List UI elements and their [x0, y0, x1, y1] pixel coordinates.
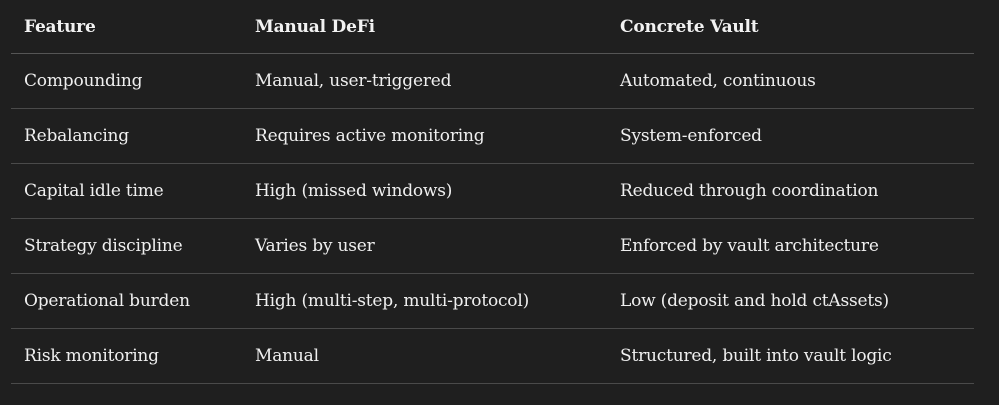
table-row: Risk monitoring Manual Structured, built… — [11, 328, 974, 384]
table-row: Operational burden High (multi-step, mul… — [11, 273, 974, 329]
cell-feature: Rebalancing — [11, 108, 242, 164]
cell-manual-defi: Manual — [242, 328, 607, 384]
cell-concrete-vault: System-enforced — [607, 108, 974, 164]
cell-manual-defi: High (multi-step, multi-protocol) — [242, 273, 607, 329]
cell-manual-defi: High (missed windows) — [242, 163, 607, 219]
table-row: Capital idle time High (missed windows) … — [11, 163, 974, 219]
cell-feature: Risk monitoring — [11, 328, 242, 384]
cell-concrete-vault: Reduced through coordination — [607, 163, 974, 219]
cell-concrete-vault: Low (deposit and hold ctAssets) — [607, 273, 974, 329]
comparison-table: Feature Manual DeFi Concrete Vault Compo… — [11, 0, 974, 384]
header-feature: Feature — [11, 0, 242, 54]
cell-concrete-vault: Structured, built into vault logic — [607, 328, 974, 384]
cell-concrete-vault: Automated, continuous — [607, 53, 974, 109]
header-concrete-vault: Concrete Vault — [607, 0, 974, 54]
cell-manual-defi: Requires active monitoring — [242, 108, 607, 164]
table-row: Rebalancing Requires active monitoring S… — [11, 108, 974, 164]
table-row: Strategy discipline Varies by user Enfor… — [11, 218, 974, 274]
header-manual-defi: Manual DeFi — [242, 0, 607, 54]
table-row: Compounding Manual, user-triggered Autom… — [11, 53, 974, 109]
cell-feature: Capital idle time — [11, 163, 242, 219]
cell-manual-defi: Varies by user — [242, 218, 607, 274]
cell-manual-defi: Manual, user-triggered — [242, 53, 607, 109]
comparison-table-container: Feature Manual DeFi Concrete Vault Compo… — [11, 0, 974, 384]
cell-feature: Strategy discipline — [11, 218, 242, 274]
cell-feature: Compounding — [11, 53, 242, 109]
table-header-row: Feature Manual DeFi Concrete Vault — [11, 0, 974, 54]
cell-feature: Operational burden — [11, 273, 242, 329]
cell-concrete-vault: Enforced by vault architecture — [607, 218, 974, 274]
